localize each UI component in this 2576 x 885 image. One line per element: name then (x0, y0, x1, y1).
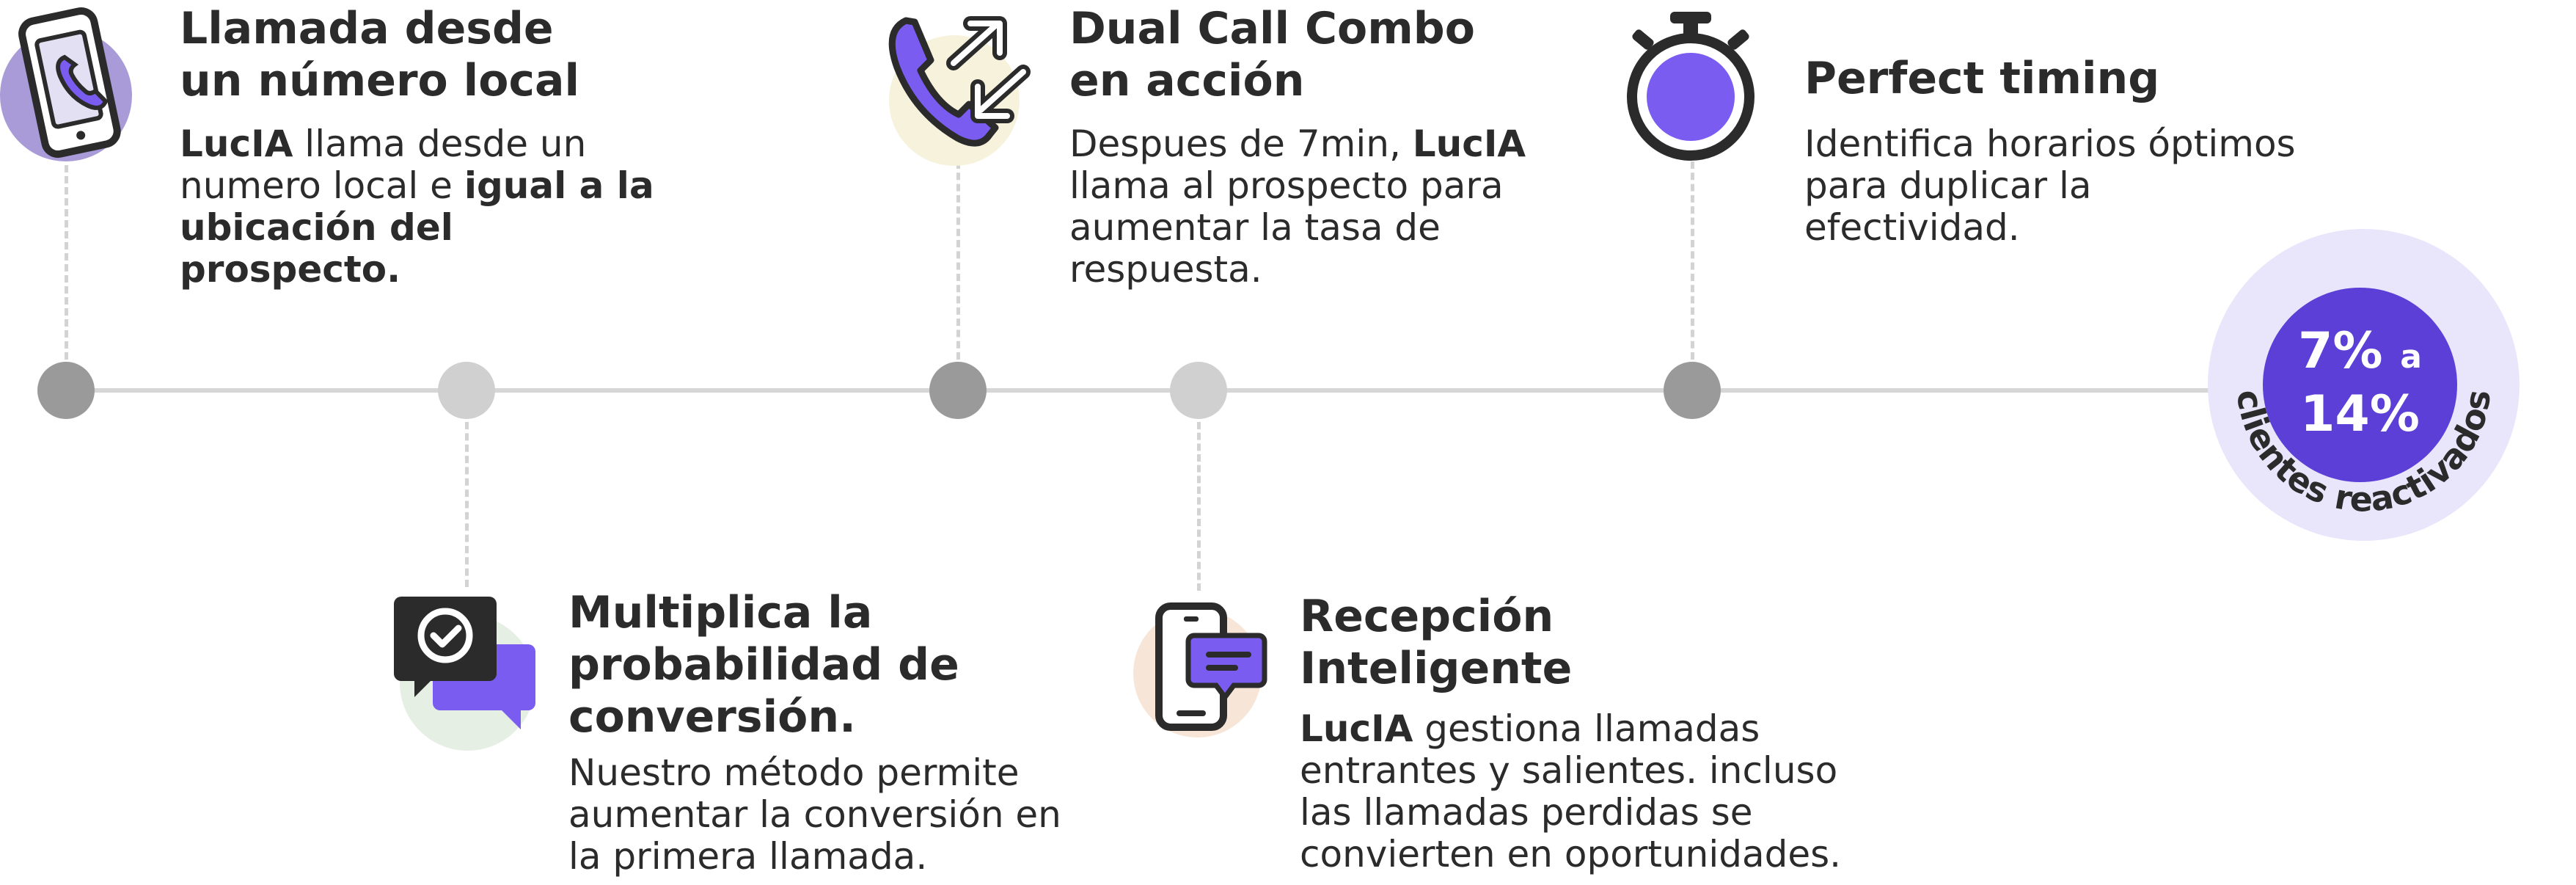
timeline-dot-2 (438, 362, 495, 419)
step-4-title: Recepción Inteligente (1300, 591, 1573, 694)
connector-2 (465, 422, 469, 587)
step-3-title: Dual Call Combo en acción (1069, 3, 1475, 106)
step-4-description: LucIA gestiona llamadas entrantes y sali… (1300, 707, 1842, 875)
result-label-ring: clientes reactivados (2208, 229, 2520, 541)
timeline-dot-5 (1664, 362, 1721, 419)
chat-check-icon (392, 593, 539, 740)
result-value-from: 7% (2298, 322, 2383, 380)
result-label: clientes reactivados (2229, 387, 2498, 520)
result-value: 7% a 14% (2263, 323, 2457, 443)
timeline-dot-1 (37, 362, 95, 419)
step-3-description: Despues de 7min, LucIA llama al prospect… (1069, 123, 1526, 291)
timeline-dot-3 (929, 362, 987, 419)
svg-text:clientes reactivados: clientes reactivados (2229, 387, 2498, 520)
connector-3 (956, 161, 960, 360)
step-2-description: Nuestro método permite aumentar la conve… (568, 751, 1061, 878)
phone-call-icon (7, 6, 132, 160)
result-badge-core (2263, 288, 2457, 482)
step-1-description: LucIA llama desde un numero local e igua… (180, 123, 654, 291)
timeline-dot-4 (1170, 362, 1227, 419)
connector-5 (1691, 161, 1694, 360)
stopwatch-icon (1617, 7, 1764, 165)
step-2-title: Multiplica la probabilidad de conversión… (568, 587, 959, 743)
result-value-to: 14% (2300, 385, 2420, 443)
step-5-title: Perfect timing (1804, 53, 2160, 104)
result-value-connector: a (2400, 338, 2422, 376)
connector-1 (65, 165, 68, 360)
connector-4 (1197, 422, 1201, 591)
dual-call-arrows-icon (877, 6, 1045, 160)
step-1-title: Llamada desde un número local (180, 3, 580, 106)
phone-message-icon (1152, 600, 1269, 732)
step-5-description: Identifica horarios óptimos para duplica… (1804, 123, 2296, 249)
